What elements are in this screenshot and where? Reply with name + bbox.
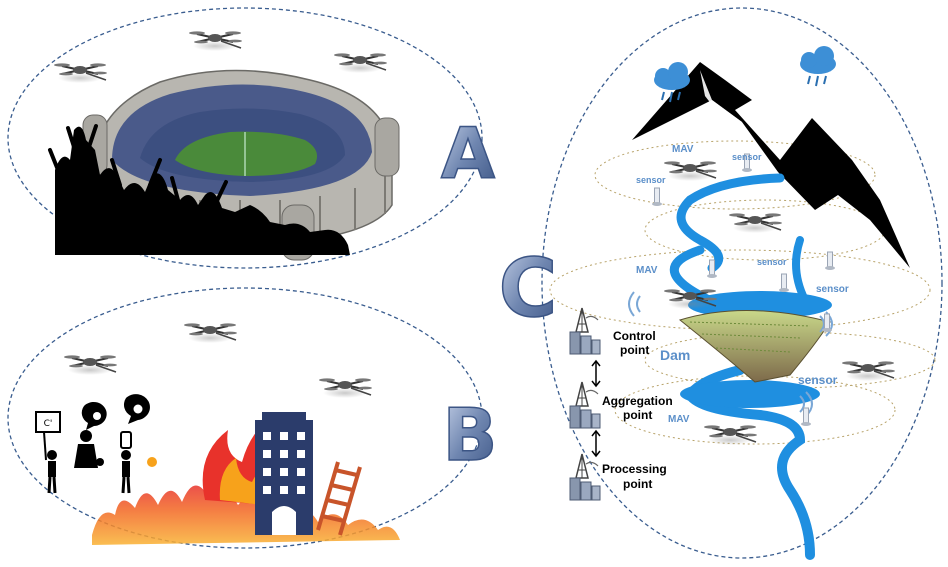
drone-icon — [183, 322, 238, 344]
aggregation-point-label-line2: point — [623, 408, 652, 422]
ladder-icon — [316, 461, 362, 536]
drone-icon — [663, 288, 718, 310]
scenario-b-ellipse — [7, 287, 483, 549]
scenario-a-letter: A — [441, 113, 495, 195]
sensor-label: sensor — [816, 284, 849, 295]
dam-icon — [678, 309, 831, 383]
control-point-tower-icon — [569, 307, 601, 355]
people-with-devices-icon: C' — [35, 394, 150, 495]
mav-label: MAV — [672, 144, 694, 155]
sensor-icon — [778, 273, 790, 293]
sensor-label: sensor — [636, 175, 666, 185]
drone-icon — [663, 160, 718, 182]
processing-point-tower-icon — [569, 453, 601, 501]
drone-icon — [703, 424, 758, 446]
downstream-pool-icon — [680, 380, 820, 408]
sensor-icon — [651, 187, 663, 207]
building-icon — [255, 412, 313, 535]
scenario-a-ellipse — [7, 7, 483, 269]
processing-point-label-line2: point — [623, 477, 652, 491]
mountain-icon — [632, 62, 910, 268]
control-point-label: Control — [613, 329, 656, 343]
sensor-label: sensor — [732, 152, 762, 162]
mav-label: MAV — [668, 414, 690, 425]
drone-icon — [728, 212, 783, 234]
svg-text:C': C' — [44, 419, 53, 429]
drone-icon — [188, 30, 243, 52]
control-point-label-line2: point — [620, 343, 649, 357]
sensor-label: sensor — [757, 257, 787, 267]
scenario-b-letter: B — [443, 393, 498, 477]
drone-icon — [53, 62, 108, 84]
dam-label: Dam — [660, 347, 690, 363]
aggregation-point-tower-icon — [569, 381, 601, 429]
node-links — [591, 359, 601, 458]
processing-point-label: Processing — [602, 462, 667, 476]
aggregation-point-label: Aggregation — [602, 394, 673, 408]
mav-label: MAV — [636, 265, 658, 276]
drone-icon — [318, 377, 373, 399]
scenario-c-letter: C — [499, 242, 558, 335]
crowd-silhouette-icon — [48, 124, 350, 256]
drone-icon — [841, 360, 896, 382]
drone-icon — [63, 354, 118, 376]
rain-cloud-icon — [799, 45, 837, 87]
sensor-label: sensor — [798, 373, 838, 387]
drone-icon — [333, 52, 388, 74]
scenario-c-ellipse — [541, 7, 943, 559]
